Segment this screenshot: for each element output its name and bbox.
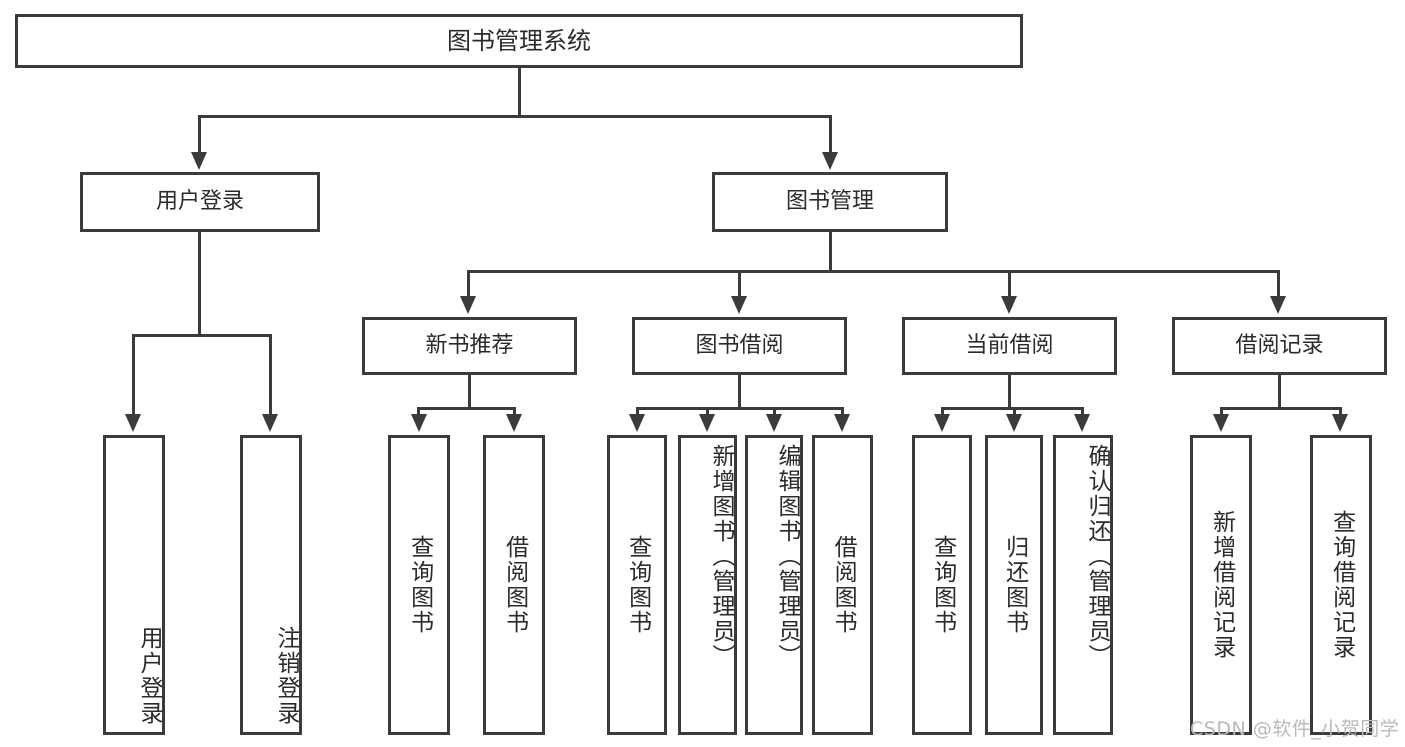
node-root-system[interactable]: 图书管理系统 — [15, 14, 1023, 68]
connector-to-book-borrow — [738, 270, 741, 298]
connector-root-stem — [518, 68, 521, 117]
arrowhead-leaf-add-record — [1213, 414, 1229, 432]
arrowhead-leaf-borrow-book-1 — [506, 414, 522, 432]
node-leaf-user-login[interactable]: 用户登录 — [103, 435, 165, 735]
connector-to-user-login — [198, 115, 201, 155]
node-leaf-query-book-3[interactable]: 查询图书 — [912, 435, 972, 735]
connector-book-manage-stem — [829, 232, 832, 272]
node-leaf-query-record[interactable]: 查询借阅记录 — [1310, 435, 1372, 735]
arrowhead-leaf-logout — [262, 414, 278, 432]
arrowhead-user-login — [191, 152, 207, 170]
arrowhead-book-borrow — [731, 296, 747, 314]
connector-book-borrow-drop-1 — [636, 407, 639, 417]
arrowhead-leaf-return-book — [1006, 414, 1022, 432]
connector-new-book-rec-drop-2 — [513, 407, 516, 417]
connector-new-book-rec-stem — [468, 375, 471, 409]
arrowhead-borrow-record — [1270, 296, 1286, 314]
arrowhead-current-borrow — [1001, 296, 1017, 314]
connector-borrow-record-stem — [1278, 375, 1281, 409]
connector-book-borrow-bus — [636, 407, 843, 410]
connector-book-borrow-drop-2 — [706, 407, 709, 417]
node-leaf-logout[interactable]: 注销登录 — [240, 435, 302, 735]
connector-new-book-rec-drop-1 — [417, 407, 420, 417]
arrowhead-leaf-query-book-2 — [629, 414, 645, 432]
connector-current-borrow-drop-1 — [941, 407, 944, 417]
arrowhead-leaf-edit-book — [766, 414, 782, 432]
connector-book-manage-bus — [467, 270, 1280, 273]
node-leaf-confirm-return[interactable]: 确认归还（管理员） — [1053, 435, 1113, 735]
connector-current-borrow-drop-3 — [1081, 407, 1084, 417]
connector-user-login-bus — [132, 334, 269, 337]
node-leaf-add-record[interactable]: 新增借阅记录 — [1190, 435, 1252, 735]
arrowhead-leaf-query-book-1 — [411, 414, 427, 432]
arrowhead-leaf-add-book — [699, 414, 715, 432]
connector-user-login-drop-2 — [269, 334, 272, 416]
connector-borrow-record-bus — [1220, 407, 1342, 410]
node-leaf-query-book-2[interactable]: 查询图书 — [607, 435, 667, 735]
node-leaf-borrow-book-1[interactable]: 借阅图书 — [483, 435, 545, 735]
node-leaf-add-book[interactable]: 新增图书（管理员） — [678, 435, 737, 735]
arrowhead-book-manage — [822, 152, 838, 170]
arrowhead-new-book-rec — [460, 296, 476, 314]
node-leaf-return-book[interactable]: 归还图书 — [985, 435, 1043, 735]
node-book-borrow[interactable]: 图书借阅 — [632, 317, 847, 375]
connector-book-borrow-drop-4 — [841, 407, 844, 417]
connector-root-bus — [198, 115, 832, 118]
connector-user-login-stem — [198, 232, 201, 336]
node-current-borrow[interactable]: 当前借阅 — [902, 317, 1117, 375]
connector-to-borrow-record — [1277, 270, 1280, 298]
connector-book-borrow-drop-3 — [773, 407, 776, 417]
arrowhead-leaf-user-login — [125, 414, 141, 432]
node-leaf-query-book-1[interactable]: 查询图书 — [388, 435, 450, 735]
arrowhead-leaf-borrow-book-2 — [834, 414, 850, 432]
connector-new-book-rec-bus — [417, 407, 516, 410]
arrowhead-leaf-query-book-3 — [934, 414, 950, 432]
connector-user-login-drop-1 — [132, 334, 135, 416]
connector-borrow-record-drop-2 — [1339, 407, 1342, 417]
arrowhead-leaf-query-record — [1332, 414, 1348, 432]
connector-to-book-manage — [829, 115, 832, 155]
node-borrow-record[interactable]: 借阅记录 — [1172, 317, 1387, 375]
node-book-manage[interactable]: 图书管理 — [712, 172, 948, 232]
connector-current-borrow-drop-2 — [1013, 407, 1016, 417]
node-leaf-borrow-book-2[interactable]: 借阅图书 — [812, 435, 873, 735]
node-leaf-edit-book[interactable]: 编辑图书（管理员） — [745, 435, 803, 735]
connector-current-borrow-bus — [941, 407, 1083, 410]
connector-borrow-record-drop-1 — [1220, 407, 1223, 417]
arrowhead-leaf-confirm-return — [1074, 414, 1090, 432]
connector-current-borrow-stem — [1008, 375, 1011, 409]
node-user-login[interactable]: 用户登录 — [80, 172, 320, 232]
connector-to-new-book-rec — [467, 270, 470, 298]
connector-to-current-borrow — [1008, 270, 1011, 298]
connector-book-borrow-stem — [738, 375, 741, 409]
node-new-book-recommend[interactable]: 新书推荐 — [362, 317, 577, 375]
